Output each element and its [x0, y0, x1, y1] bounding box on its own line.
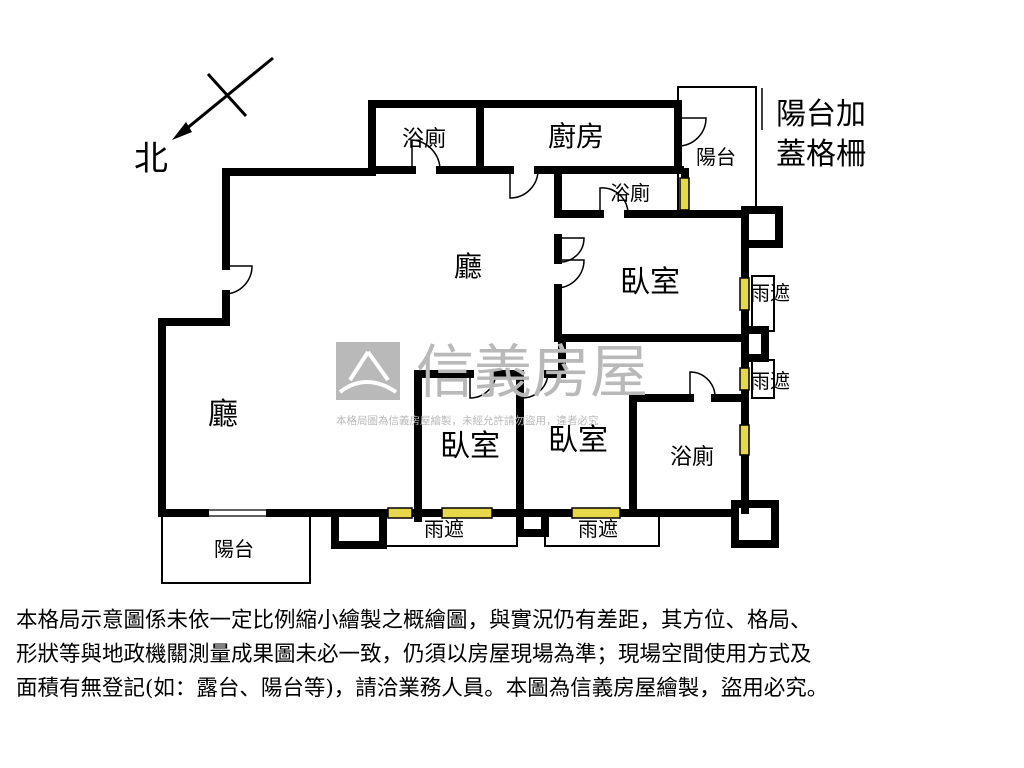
- window-south-3: [571, 507, 621, 519]
- label-balcony-left: 陽台: [214, 537, 254, 561]
- label-living-top: 廳: [454, 250, 482, 283]
- window-bedroom-right: [739, 277, 750, 311]
- annotation-line1: 陽台加: [776, 97, 866, 132]
- label-bedroom-right: 臥室: [620, 265, 680, 300]
- label-kitchen: 廚房: [548, 120, 604, 153]
- windows: [387, 177, 750, 519]
- doors: [204, 117, 716, 517]
- label-rain-cover-1: 雨遮: [750, 281, 790, 305]
- north-label: 北: [134, 139, 168, 179]
- walls: [158, 100, 783, 549]
- window-south-1: [387, 507, 413, 519]
- label-rain-cover-3: 雨遮: [424, 517, 464, 541]
- label-bedroom-small: 臥室: [440, 429, 500, 464]
- north-compass: 北: [134, 56, 274, 179]
- annotation-line2: 蓋格柵: [776, 137, 866, 172]
- watermark-notice: 本格局圖為信義房屋繪製，未經允許請勿盜用，違者必究: [336, 414, 599, 427]
- room-labels: 浴廁 廚房 陽台 浴廁 廳 臥室 雨遮 雨遮 廳 臥室 臥室 浴廁 雨遮 雨遮 …: [208, 120, 790, 561]
- label-rain-cover-4: 雨遮: [578, 517, 618, 541]
- label-living-left: 廳: [208, 397, 238, 432]
- window-south-2: [441, 507, 493, 519]
- watermark-brand: 信義房屋: [416, 338, 648, 406]
- label-rain-cover-2: 雨遮: [750, 369, 790, 393]
- label-bath-bottom: 浴廁: [670, 445, 714, 470]
- label-bedroom-mid: 臥室: [548, 423, 608, 458]
- window-east-mid: [739, 367, 750, 391]
- window-bath-bottom: [739, 424, 750, 456]
- label-bath-top: 浴廁: [402, 127, 446, 152]
- label-bath-mid: 浴廁: [610, 181, 650, 205]
- disclaimer-text: 本格局示意圖係未依一定比例縮小繪製之概繪圖，與實況仍有差距，其方位、格局、 形狀…: [16, 608, 829, 701]
- balcony-annotation: 陽台加 蓋格柵: [761, 88, 866, 172]
- window-bath-mid: [679, 177, 690, 211]
- label-balcony-right: 陽台: [696, 145, 736, 169]
- floor-plan: 北: [134, 56, 866, 584]
- watermark: 信義房屋 本格局圖為信義房屋繪製，未經允許請勿盜用，違者必究: [336, 338, 648, 427]
